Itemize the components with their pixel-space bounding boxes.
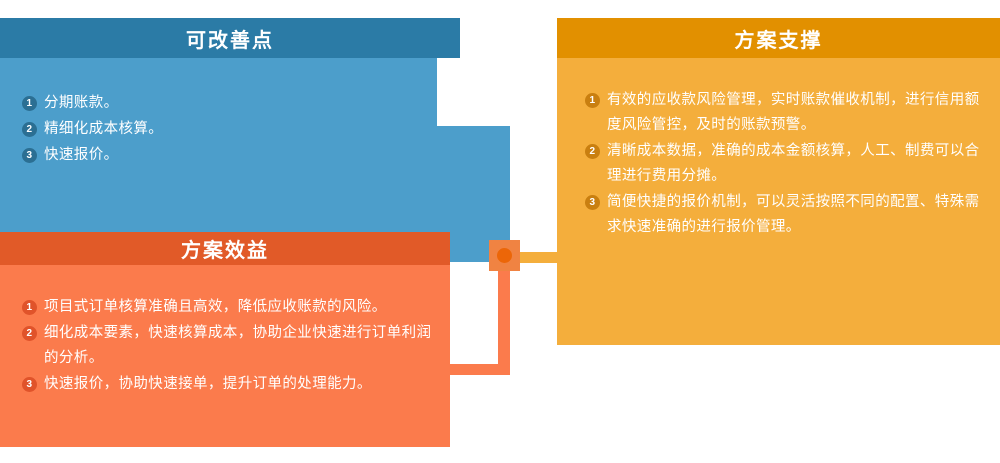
bullet-number: 2 bbox=[22, 122, 37, 137]
support-panel-header: 方案支撑 bbox=[557, 18, 1000, 58]
connector-node-dot-icon bbox=[497, 248, 512, 263]
list-item: 3 快速报价。 bbox=[22, 143, 419, 168]
list-item-text: 快速报价，协助快速接单，提升订单的处理能力。 bbox=[44, 376, 372, 392]
list-item-text: 精细化成本核算。 bbox=[44, 121, 164, 137]
list-item: 1 分期账款。 bbox=[22, 91, 419, 116]
benefit-panel-header: 方案效益 bbox=[0, 232, 450, 265]
list-item: 2 清晰成本数据，准确的成本金额核算，人工、制费可以合理进行费用分摊。 bbox=[585, 139, 980, 189]
list-item-text: 快速报价。 bbox=[44, 147, 119, 163]
benefit-item-list: 1 项目式订单核算准确且高效，降低应收账款的风险。 2 细化成本要素，快速核算成… bbox=[22, 295, 432, 398]
improvable-panel-title: 可改善点 bbox=[186, 29, 274, 52]
list-item-text: 分期账款。 bbox=[44, 95, 119, 111]
list-item-text: 简便快捷的报价机制，可以灵活按照不同的配置、特殊需求快速准确的进行报价管理。 bbox=[607, 194, 980, 235]
list-item-text: 项目式订单核算准确且高效，降低应收账款的风险。 bbox=[44, 299, 387, 315]
list-item-text: 有效的应收款风险管理，实时账款催收机制，进行信用额度风险管控，及时的账款预警。 bbox=[607, 92, 980, 133]
bullet-number: 2 bbox=[22, 326, 37, 341]
benefit-panel-title: 方案效益 bbox=[181, 240, 269, 262]
list-item: 3 简便快捷的报价机制，可以灵活按照不同的配置、特殊需求快速准确的进行报价管理。 bbox=[585, 190, 980, 240]
support-panel-body: 1 有效的应收款风险管理，实时账款催收机制，进行信用额度风险管控，及时的账款预警… bbox=[557, 58, 1000, 345]
connector-line-horizontal bbox=[505, 252, 585, 263]
list-item: 2 精细化成本核算。 bbox=[22, 117, 419, 142]
list-item: 3 快速报价，协助快速接单，提升订单的处理能力。 bbox=[22, 372, 432, 397]
list-item: 2 细化成本要素，快速核算成本，协助企业快速进行订单利润的分析。 bbox=[22, 321, 432, 371]
support-panel-title: 方案支撑 bbox=[734, 29, 823, 52]
list-item-text: 清晰成本数据，准确的成本金额核算，人工、制费可以合理进行费用分摊。 bbox=[607, 143, 980, 184]
bullet-number: 1 bbox=[22, 300, 37, 315]
benefit-panel-body: 1 项目式订单核算准确且高效，降低应收账款的风险。 2 细化成本要素，快速核算成… bbox=[0, 265, 450, 447]
bullet-number: 2 bbox=[585, 144, 600, 159]
bullet-number: 1 bbox=[585, 93, 600, 108]
improvable-panel-header: 可改善点 bbox=[0, 18, 460, 58]
bullet-number: 1 bbox=[22, 96, 37, 111]
bullet-number: 3 bbox=[22, 377, 37, 392]
connector-line-vertical bbox=[498, 262, 510, 375]
bullet-number: 3 bbox=[585, 195, 600, 210]
improvable-panel-body: 1 分期账款。 2 精细化成本核算。 3 快速报价。 bbox=[0, 58, 437, 225]
support-item-list: 1 有效的应收款风险管理，实时账款催收机制，进行信用额度风险管控，及时的账款预警… bbox=[585, 88, 980, 241]
list-item: 1 项目式订单核算准确且高效，降低应收账款的风险。 bbox=[22, 295, 432, 320]
bullet-number: 3 bbox=[22, 148, 37, 163]
connector-node bbox=[489, 240, 520, 271]
list-item-text: 细化成本要素，快速核算成本，协助企业快速进行订单利润的分析。 bbox=[44, 325, 432, 366]
list-item: 1 有效的应收款风险管理，实时账款催收机制，进行信用额度风险管控，及时的账款预警… bbox=[585, 88, 980, 138]
connector-line-foot bbox=[432, 364, 510, 375]
improvable-item-list: 1 分期账款。 2 精细化成本核算。 3 快速报价。 bbox=[22, 91, 419, 169]
